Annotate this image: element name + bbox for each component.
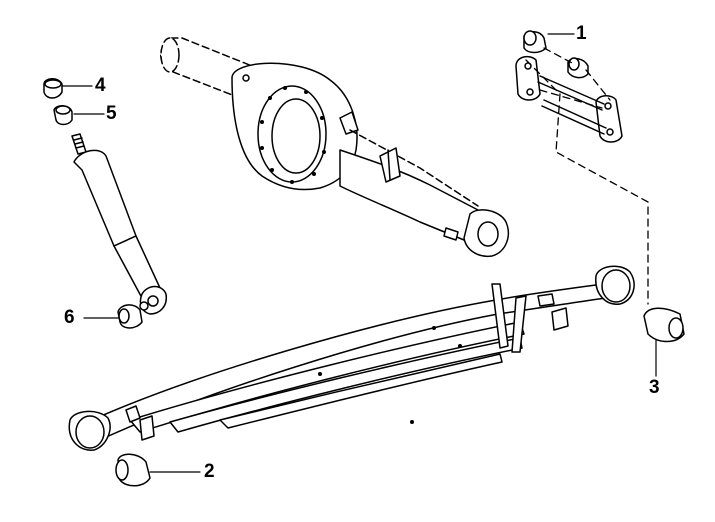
axle-right-tube-dashed [349, 129, 479, 207]
shock-lower-bushing [117, 301, 149, 329]
axle-left-end [160, 37, 180, 73]
callout-4: 4 [95, 75, 106, 96]
shock-upper-body [73, 149, 137, 247]
assembly-line-3 [539, 89, 603, 109]
shock-stud [71, 133, 87, 155]
spring-marks [318, 326, 462, 424]
axle-right-tube [339, 149, 479, 241]
leader-lines [61, 33, 657, 473]
housing-bracket [339, 111, 359, 135]
carrier-opening [271, 98, 321, 174]
shackle-bolt-2 [543, 99, 607, 129]
assembly-line-1 [543, 47, 575, 65]
callout-2: 2 [204, 461, 215, 482]
axle-brake-clip [443, 227, 459, 241]
spring-seat-right [379, 147, 401, 183]
breather-fitting [242, 74, 250, 82]
spring-center-pad [537, 293, 555, 307]
shackle-plate-2 [595, 95, 623, 143]
front-eye-bushing [115, 453, 151, 487]
flange-bolts [260, 86, 326, 184]
shock-lower-eye-hole [147, 295, 159, 307]
callout-1: 1 [576, 23, 587, 44]
axle-housing [160, 37, 510, 258]
spring-clamp-mid [139, 415, 155, 441]
spring-rear-eye-hole [601, 269, 631, 303]
callout-5: 5 [106, 103, 117, 124]
spring-front-eye-hole [75, 415, 105, 449]
leaf-spring [68, 265, 635, 451]
shackle-bolt-1 [539, 75, 605, 105]
axle-right-flange-hole [477, 221, 499, 247]
u-bolt-rear [511, 295, 527, 353]
assembly-lines [525, 47, 649, 305]
assembly-line-2 [525, 59, 649, 305]
spring-leaf-3 [169, 337, 523, 433]
spring-leaf-4 [219, 353, 503, 429]
callout-6: 6 [64, 307, 75, 328]
shackle-assembly [515, 30, 623, 143]
spring-clamp-rear [551, 307, 569, 331]
spring-clamp-front [125, 405, 141, 423]
rear-eye-bushing [643, 307, 685, 343]
shock-absorber [71, 133, 168, 315]
callout-3: 3 [649, 377, 660, 398]
shackle-plate-1 [515, 55, 541, 101]
u-bolt-front [491, 283, 509, 349]
assembly-line-4 [585, 69, 611, 101]
shock-cushion-lower [53, 105, 73, 126]
shock-cushion-upper [43, 78, 63, 99]
